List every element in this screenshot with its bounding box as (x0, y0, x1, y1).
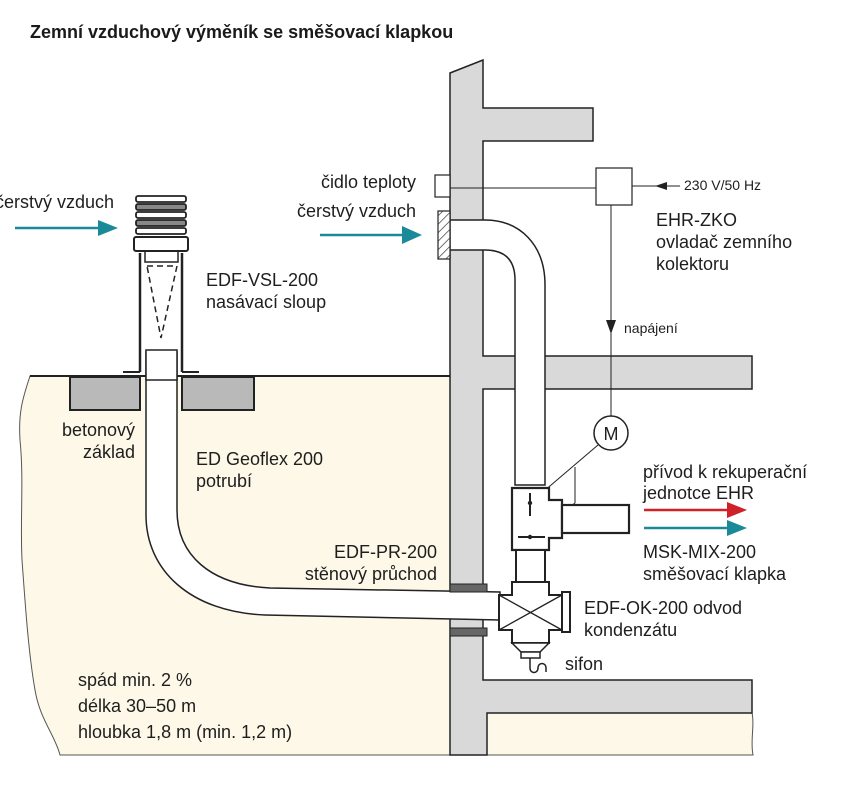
label-intake-column-name: EDF-VSL-200 (206, 270, 318, 290)
geoflex-pipe-top (145, 349, 178, 381)
label-power-input: 230 V/50 Hz (684, 177, 761, 193)
label-spec-slope: spád min. 2 % (78, 670, 192, 690)
soil-region (19, 375, 451, 756)
indoor-pipe (449, 219, 546, 486)
power-input-arrow (655, 182, 667, 190)
label-supply-line1: přívod k rekuperační (643, 462, 807, 482)
label-fresh-air-right: čerstvý vzduch (297, 201, 416, 221)
wall-intake-grille (437, 210, 451, 260)
label-pipe-desc: potrubí (196, 471, 252, 491)
label-intake-column-desc: nasávací sloup (206, 292, 326, 312)
diagram-title: Zemní vzduchový výměník se směšovací kla… (30, 22, 453, 42)
supply-arrow-red (644, 502, 747, 518)
label-mixing-name: MSK-MIX-200 (643, 542, 756, 562)
label-power-supply: napájení (624, 320, 678, 336)
wall-sleeve-bottom (449, 627, 488, 637)
label-condensate-line1: EDF-OK-200 odvod (584, 598, 742, 618)
label-mixing-desc: směšovací klapka (643, 564, 787, 584)
concrete-foundation-left (69, 376, 141, 411)
label-wall-passage-name: EDF-PR-200 (334, 542, 437, 562)
mixing-flap (510, 486, 631, 552)
supply-arrow-teal (644, 520, 747, 536)
power-supply-arrow (606, 320, 616, 334)
wall-sleeve-top (449, 583, 488, 593)
label-spec-length: délka 30–50 m (78, 696, 196, 716)
label-condensate-line2: kondenzátu (584, 620, 677, 640)
intake-column (123, 195, 199, 373)
flap-to-cross-pipe (515, 549, 546, 583)
motor (593, 415, 629, 451)
label-siphon: sifon (565, 654, 603, 674)
label-controller-desc1: ovladač zemního (656, 232, 792, 252)
temperature-sensor (434, 174, 451, 198)
label-spec-depth: hloubka 1,8 m (min. 1,2 m) (78, 722, 292, 742)
siphon-icon (529, 658, 547, 674)
controller-box (595, 167, 633, 206)
label-supply-line2: jednotce EHR (642, 483, 754, 503)
label-pipe-name: ED Geoflex 200 (196, 449, 323, 469)
label-controller-desc2: kolektoru (656, 254, 729, 274)
label-foundation-line1: betonový (62, 420, 135, 440)
label-fresh-air-left: čerstvý vzduch (0, 192, 114, 212)
concrete-foundation-right (181, 376, 255, 411)
label-temp-sensor: čidlo teploty (321, 172, 416, 192)
condensate-cross-fitting (498, 581, 571, 659)
label-wall-passage-desc: stěnový průchod (305, 564, 437, 584)
soil-region-right (486, 712, 754, 756)
building-wall (449, 58, 753, 756)
fresh-air-arrow-right (320, 226, 422, 244)
motor-label: M (604, 424, 619, 444)
label-foundation-line2: základ (83, 442, 135, 462)
fresh-air-arrow-left (15, 220, 118, 236)
label-controller-name: EHR-ZKO (656, 210, 737, 230)
